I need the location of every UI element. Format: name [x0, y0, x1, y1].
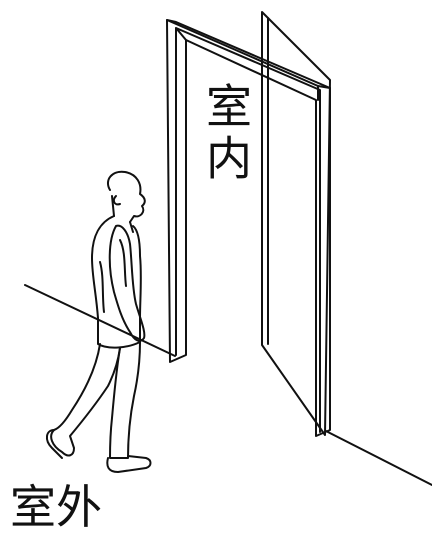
open-door-panel	[261, 11, 331, 436]
man-neck	[111, 195, 134, 233]
floor-line-right	[319, 427, 432, 486]
man-head	[106, 170, 146, 223]
man-back-shoe	[46, 429, 63, 459]
man-front-shoe	[106, 455, 152, 473]
man-shirt-folds	[99, 239, 127, 313]
floor-line-left	[24, 284, 176, 357]
man-arm	[108, 224, 146, 342]
man-torso	[91, 215, 142, 349]
label-indoor: 室内	[199, 82, 253, 186]
door-frame-outer	[166, 19, 331, 437]
man-ear	[112, 195, 121, 206]
man-front-leg	[109, 341, 141, 459]
man-back-leg	[50, 343, 121, 457]
door-frame-top	[166, 19, 331, 101]
door-frame-inner	[175, 27, 321, 433]
label-outdoor: 室外	[10, 480, 102, 534]
walking-man	[46, 170, 152, 473]
